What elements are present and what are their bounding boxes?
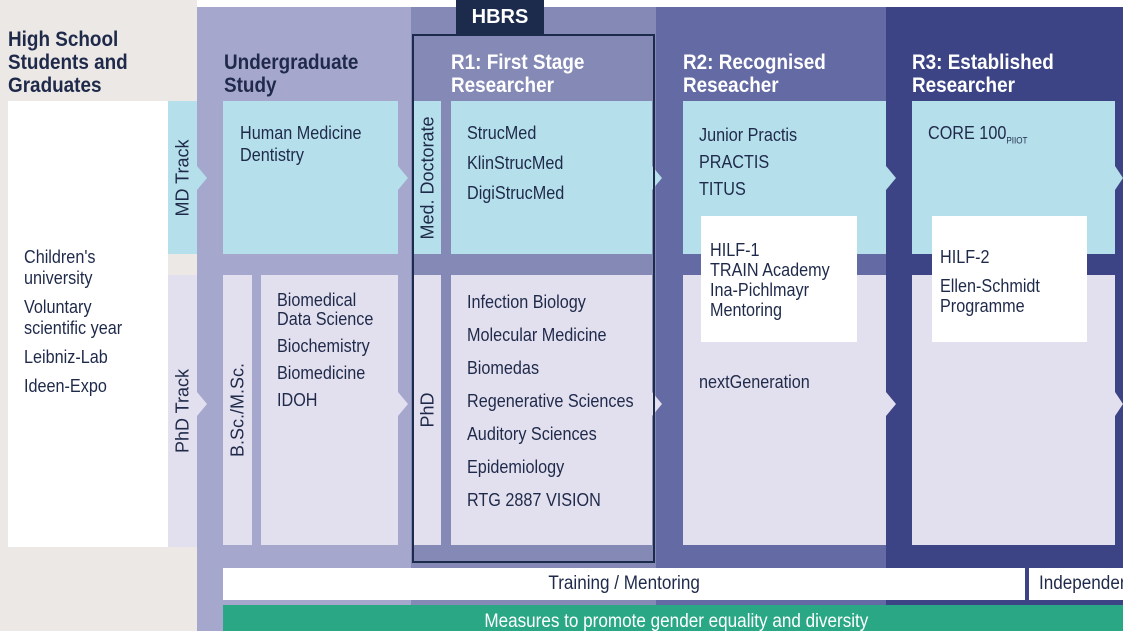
gender-equality-bar: Measures to promote gender equality and … — [223, 605, 1123, 632]
list-item: Voluntary scientific year — [24, 297, 123, 338]
list-item: Ellen-Schmidt — [940, 276, 1040, 296]
r2-title: R2: Recognised Reseacher — [683, 51, 826, 97]
r1-md-box: StrucMed KlinStrucMed DigiStrucMed — [451, 101, 652, 254]
r2-hilf-list: HILF-1 TRAIN Academy Ina-Pichlmayr Mento… — [710, 240, 830, 320]
list-item: Ina-Pichlmayr — [710, 280, 810, 300]
list-item: PRACTIS — [699, 152, 770, 172]
list-item: Biomedas — [467, 358, 540, 378]
med-doctorate-label: Med. Doctorate — [414, 101, 441, 254]
undergrad-phd-arrow — [398, 392, 408, 416]
undergrad-md-arrow — [398, 166, 408, 190]
list-item: Leibniz-Lab — [24, 347, 108, 367]
r3-hilf-list: HILF-2 Ellen-Schmidt Programme — [940, 247, 1040, 316]
r1-title: R1: First Stage Researcher — [451, 51, 585, 97]
r3-md-arrow — [1115, 166, 1123, 190]
top-white-strip — [197, 0, 1123, 7]
highschool-list: Children's university Voluntary scientif… — [24, 247, 150, 397]
independence-bar: Independence — [1029, 568, 1123, 600]
r3-title: R3: Established Researcher — [912, 51, 1054, 97]
training-mentoring-bar: Training / Mentoring — [223, 568, 1025, 600]
r2-phd-list: nextGeneration — [699, 371, 810, 393]
highschool-title: High School Students and Graduates — [8, 28, 128, 97]
r2-hilf-box: HILF-1 TRAIN Academy Ina-Pichlmayr Mento… — [701, 216, 857, 342]
list-item: Junior Practis — [699, 125, 798, 145]
list-item: RTG 2887 VISION — [467, 490, 601, 510]
list-item: HILF-1 — [710, 240, 760, 260]
list-item: Programme — [940, 296, 1025, 316]
list-item: nextGeneration — [699, 372, 810, 392]
r1-phd-box: Infection Biology Molecular Medicine Bio… — [451, 275, 652, 545]
phd-label: PhD — [414, 275, 441, 545]
list-item: Children's university — [24, 247, 96, 288]
list-item: StrucMed — [467, 123, 537, 143]
list-item: Infection Biology — [467, 292, 586, 312]
highschool-box: Children's university Voluntary scientif… — [8, 101, 168, 547]
md-track-label: MD Track — [168, 101, 197, 254]
r2-md-arrow — [886, 166, 896, 190]
r2-md-list: Junior Practis PRACTIS TITUS — [699, 122, 797, 203]
r3-hilf-box: HILF-2 Ellen-Schmidt Programme — [932, 216, 1087, 342]
list-item: Dentistry — [240, 145, 304, 165]
list-item: Biomedical Data Science — [277, 290, 374, 329]
r3-md-item: CORE 100PIIOT — [928, 123, 1028, 146]
phd-track-label: PhD Track — [168, 275, 197, 547]
list-item: Biomedicine — [277, 363, 366, 383]
r3-phd-arrow — [1115, 392, 1123, 416]
undergrad-phd-box: Biomedical Data Science Biochemistry Bio… — [261, 275, 398, 545]
r1-phd-arrow — [652, 392, 662, 416]
r1-phd-list: Infection Biology Molecular Medicine Bio… — [467, 291, 634, 522]
list-item: TRAIN Academy — [710, 260, 830, 280]
list-item: IDOH — [277, 390, 318, 410]
list-item: DigiStrucMed — [467, 183, 565, 203]
undergrad-md-list: Human Medicine Dentistry — [240, 122, 362, 166]
undergrad-md-box: Human Medicine Dentistry — [223, 101, 398, 254]
list-item: KlinStrucMed — [467, 153, 564, 173]
list-item: Epidemiology — [467, 457, 565, 477]
list-item: HILF-2 — [940, 247, 990, 267]
list-item: TITUS — [699, 179, 746, 199]
hbrs-frame — [412, 34, 655, 563]
undergrad-phd-list: Biomedical Data Science Biochemistry Bio… — [277, 291, 383, 410]
r1-md-arrow — [652, 166, 662, 190]
list-item: Ideen-Expo — [24, 376, 107, 396]
list-item: Regenerative Sciences — [467, 391, 634, 411]
r2-phd-arrow — [886, 392, 896, 416]
phd-track-arrow — [197, 392, 207, 416]
md-track-arrow — [197, 166, 207, 190]
list-item: Auditory Sciences — [467, 424, 597, 444]
undergrad-title: Undergraduate Study — [224, 51, 359, 97]
list-item: Biochemistry — [277, 336, 370, 356]
list-item: Mentoring — [710, 300, 783, 320]
bsc-label: B.Sc./M.Sc. — [223, 275, 252, 545]
r1-md-list: StrucMed KlinStrucMed DigiStrucMed — [467, 122, 564, 212]
list-item: Molecular Medicine — [467, 325, 607, 345]
list-item: Human Medicine — [240, 123, 362, 143]
hbrs-label: HBRS — [456, 0, 544, 34]
